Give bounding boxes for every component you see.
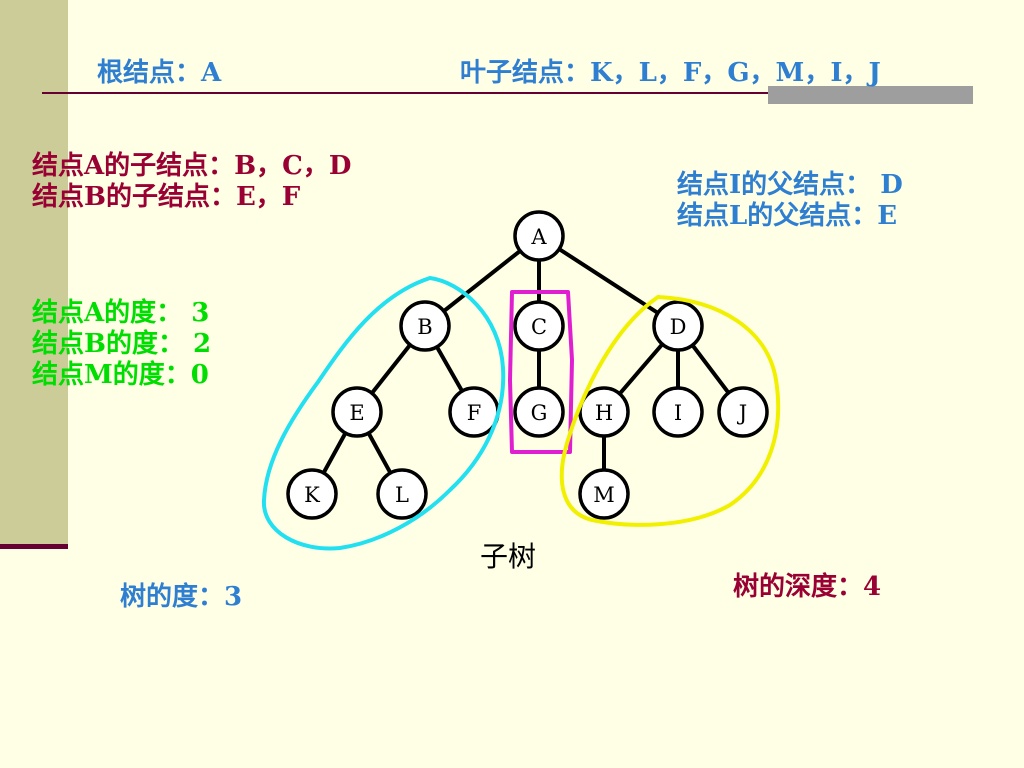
parent-info: 结点I的父结点： D 结点L的父结点：E [677, 170, 903, 232]
node-f-label: F [467, 401, 482, 425]
parent-line-i: 结点I的父结点： D [677, 170, 903, 200]
tree-depth-label: 树的深度：4 [733, 572, 882, 602]
subtree-c-outline [508, 290, 574, 454]
node-b-circle [399, 300, 451, 352]
node-g-circle [513, 386, 565, 438]
subtree-label: 子树 [480, 540, 536, 573]
children-line-a: 结点A的子结点：B，C，D [32, 151, 352, 181]
degree-line-a: 结点A的度： 3 [32, 298, 210, 328]
node-a-label: A [530, 225, 547, 249]
node-i-circle [652, 386, 704, 438]
parent-line-l: 结点L的父结点：E [677, 201, 898, 232]
degree-info: 结点A的度： 3 结点B的度： 2 结点M的度：0 [32, 298, 211, 392]
root-node-label: 根结点：A [97, 58, 222, 88]
degree-line-m: 结点M的度：0 [32, 360, 209, 391]
node-j-circle [717, 386, 769, 438]
tree-edges [310, 234, 745, 495]
node-m-circle [578, 468, 630, 520]
node-c-circle [513, 300, 565, 352]
node-h-label: H [595, 401, 613, 425]
header-accent-bar [768, 86, 973, 104]
subtree-d-outline [559, 294, 781, 527]
header-rule [42, 92, 972, 94]
node-l-label: L [395, 483, 409, 507]
sidebar-rule [0, 544, 68, 549]
node-e-circle [331, 386, 383, 438]
node-h-circle [578, 386, 630, 438]
node-a-circle [513, 210, 565, 262]
subtree-b-outline [261, 275, 506, 551]
sidebar-band [0, 0, 68, 545]
children-line-b: 结点B的子结点：E，F [32, 182, 301, 213]
node-i-label: I [674, 401, 682, 425]
node-d-label: D [670, 315, 687, 339]
node-c-label: C [531, 315, 547, 339]
node-g-label: G [531, 401, 548, 425]
tree-node-labels: A B C D E F G H I J K L M [304, 225, 747, 507]
node-j-label: J [737, 401, 747, 425]
node-d-circle [652, 300, 704, 352]
node-b-label: B [417, 315, 432, 339]
tree-nodes [286, 210, 769, 520]
edge-a-d [537, 234, 680, 328]
node-k-label: K [304, 483, 320, 507]
node-e-label: E [349, 401, 364, 425]
tree-degree-label: 树的度：3 [120, 582, 243, 612]
children-info: 结点A的子结点：B，C，D 结点B的子结点：E，F [32, 151, 351, 213]
degree-line-b: 结点B的度： 2 [32, 329, 212, 360]
node-m-label: M [593, 483, 615, 507]
leaf-nodes-label: 叶子结点：K，L，F，G，M，I，J [460, 58, 881, 88]
node-k-circle [286, 468, 338, 520]
node-l-circle [376, 468, 428, 520]
